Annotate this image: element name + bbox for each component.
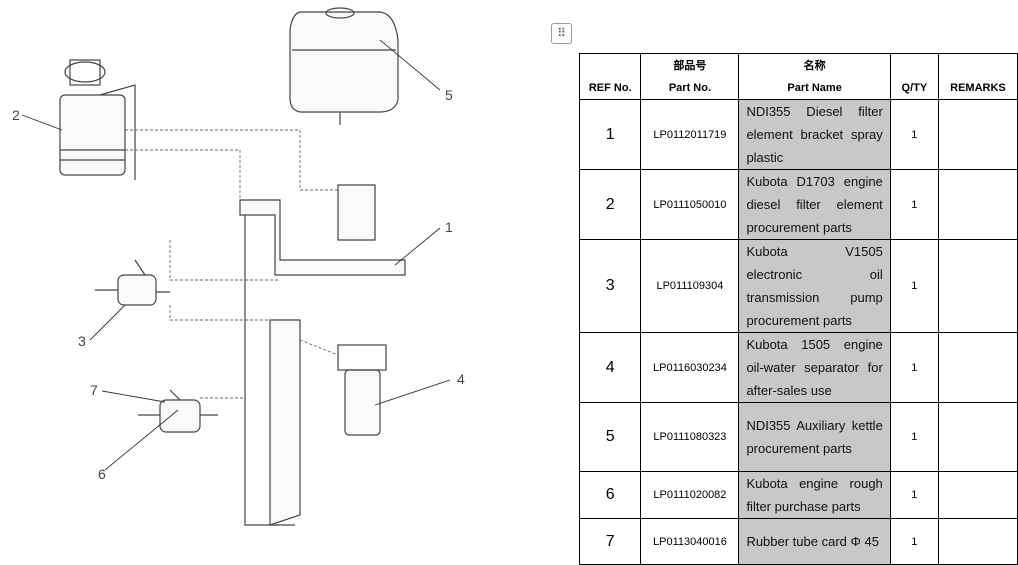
- parts-table: REF No. 部品号 Part No. 名称 Part Name Q/TY REM…: [578, 53, 1018, 565]
- ref-cell: 6: [578, 471, 642, 519]
- filter-bracket-drawing: [239, 184, 406, 526]
- ref-cell: 2: [578, 169, 642, 240]
- remarks-cell: [937, 239, 1018, 333]
- ref-cell: 1: [578, 99, 642, 170]
- callout-2: 2: [12, 107, 20, 123]
- part-name-cell: NDI355 Diesel filter element bracket spr…: [738, 99, 891, 170]
- part-no-cell: LP0113040016: [640, 518, 740, 565]
- exploded-parts-diagram: 2 5 1 3 4 7 6: [12, 7, 465, 526]
- header-qty: Q/TY: [889, 53, 939, 100]
- header-part-name: 名称 Part Name: [738, 53, 891, 100]
- oil-pump-drawing: [95, 259, 170, 306]
- part-name-cell: NDI355 Auxiliary kettle procurement part…: [738, 402, 891, 472]
- ref-cell: 7: [578, 518, 642, 565]
- remarks-cell: [937, 518, 1018, 565]
- part-no-cell: LP0112011719: [640, 99, 740, 170]
- header-part-no-en: Part No.: [668, 81, 712, 94]
- table-header-row: REF No. 部品号 Part No. 名称 Part Name Q/TY REM…: [578, 53, 1018, 100]
- header-name-cn: 名称: [803, 59, 826, 72]
- callout-7: 7: [90, 382, 98, 398]
- part-name-cell: Kubota V1505 electronic oil transmission…: [738, 239, 891, 333]
- callout-1: 1: [445, 219, 453, 235]
- part-no-cell: LP011109304: [640, 239, 740, 333]
- oil-water-separator-drawing: [337, 344, 387, 436]
- part-no-cell: LP0116030234: [640, 332, 740, 403]
- part-no-cell: LP0111020082: [640, 471, 740, 519]
- part-name-cell: Kubota engine rough filter purchase part…: [738, 471, 891, 519]
- header-ref: REF No.: [578, 53, 642, 100]
- rough-filter-drawing: [138, 389, 218, 433]
- qty-cell: 1: [889, 332, 939, 403]
- part-no-cell: LP0111080323: [640, 402, 740, 472]
- header-remarks: REMARKS: [937, 53, 1018, 100]
- callout-3: 3: [78, 333, 86, 349]
- part-no-cell: LP0111050010: [640, 169, 740, 240]
- ref-cell: 3: [578, 239, 642, 333]
- qty-cell: 1: [889, 518, 939, 565]
- part-name-cell: Rubber tube card Φ 45: [738, 518, 891, 565]
- remarks-cell: [937, 99, 1018, 170]
- header-part-no: 部品号 Part No.: [640, 53, 740, 100]
- callout-4: 4: [457, 371, 465, 387]
- qty-cell: 1: [889, 402, 939, 472]
- part-name-cell: Kubota 1505 engine oil-water separator f…: [738, 332, 891, 403]
- ref-cell: 4: [578, 332, 642, 403]
- diesel-filter-drawing: [59, 59, 136, 180]
- callout-5: 5: [445, 87, 453, 103]
- part-name-cell: Kubota D1703 engine diesel filter elemen…: [738, 169, 891, 240]
- remarks-cell: [937, 332, 1018, 403]
- header-name-en: Part Name: [787, 81, 842, 94]
- header-part-no-cn: 部品号: [673, 59, 707, 72]
- remarks-cell: [937, 169, 1018, 240]
- qty-cell: 1: [889, 99, 939, 170]
- remarks-cell: [937, 402, 1018, 472]
- qty-cell: 1: [889, 471, 939, 519]
- qty-cell: 1: [889, 169, 939, 240]
- remarks-cell: [937, 471, 1018, 519]
- ref-cell: 5: [578, 402, 642, 472]
- auxiliary-kettle-drawing: [289, 7, 399, 125]
- table-move-handle[interactable]: ⠿: [551, 23, 572, 44]
- callout-6: 6: [98, 466, 106, 482]
- qty-cell: 1: [889, 239, 939, 333]
